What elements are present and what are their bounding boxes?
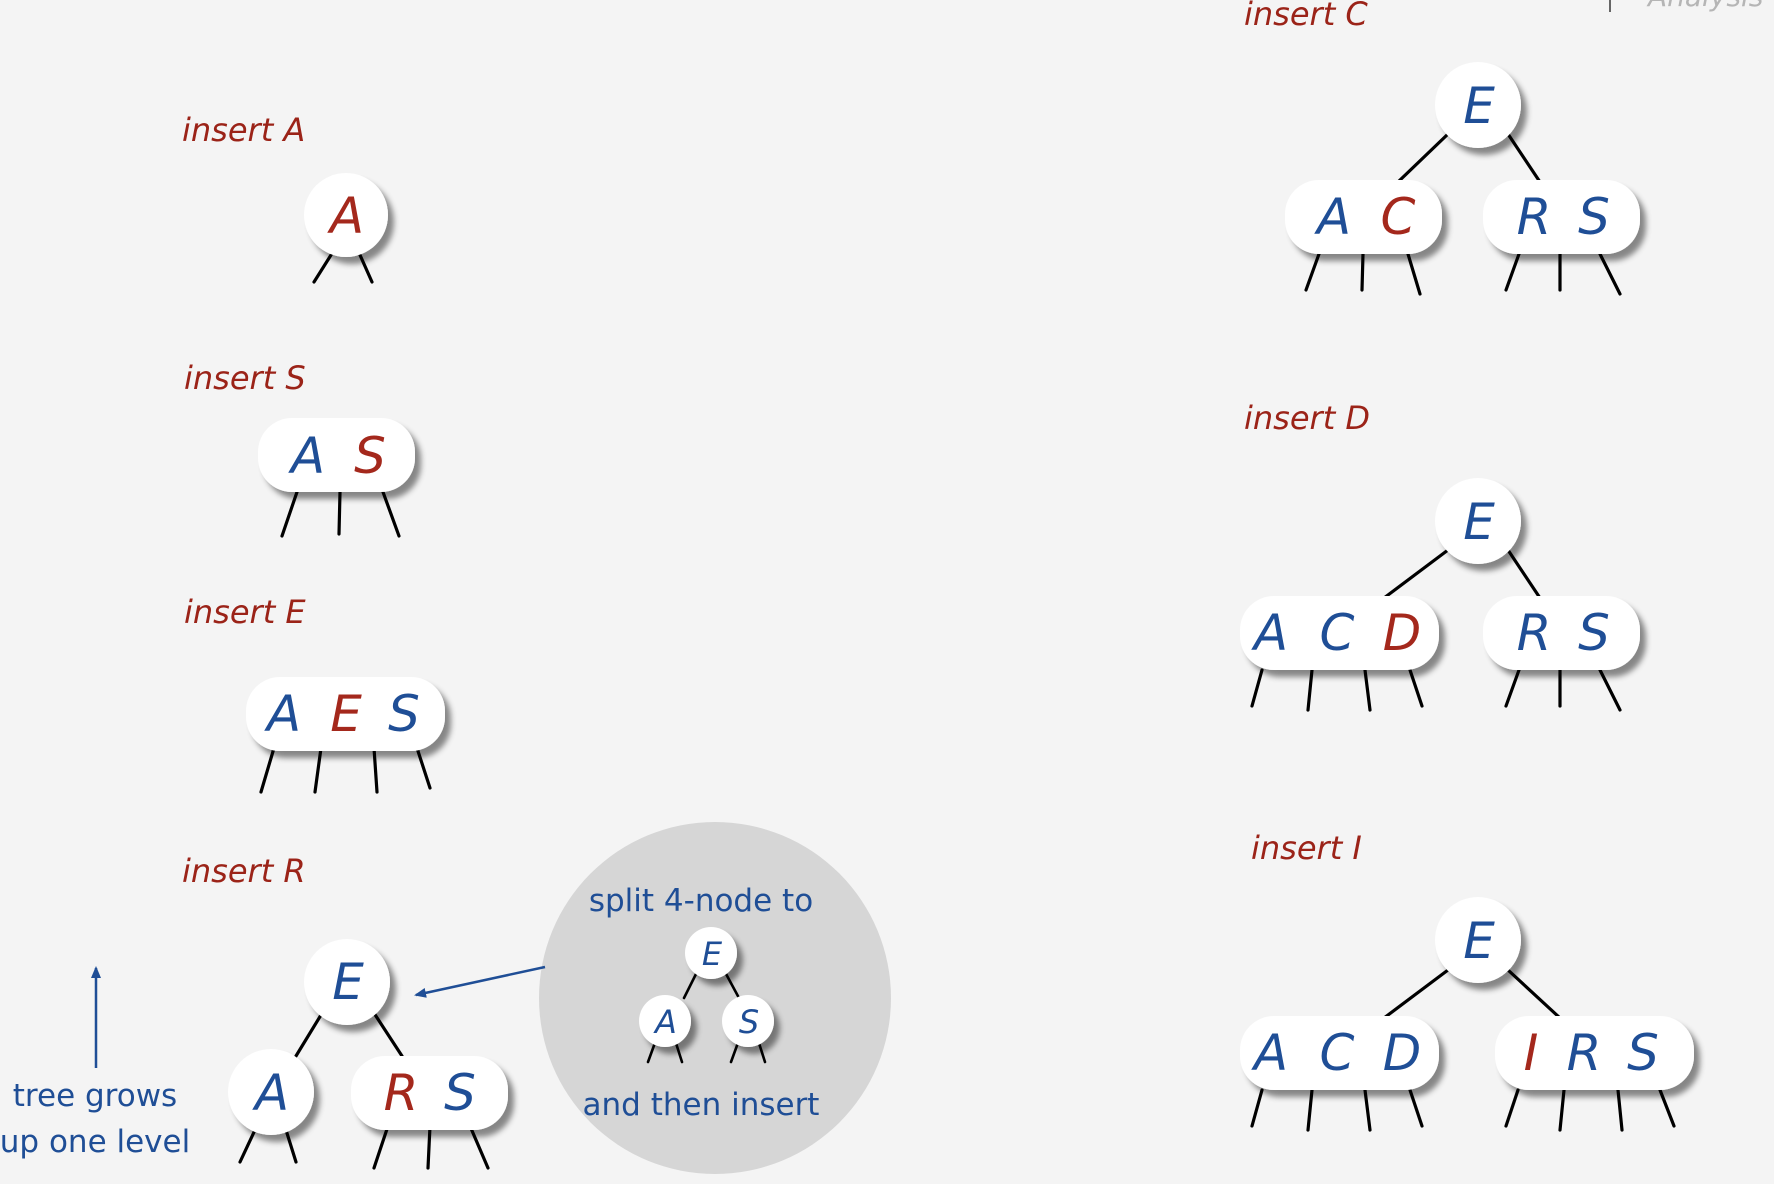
key-a: A	[327, 187, 364, 245]
callout-key-a: A	[653, 1003, 677, 1041]
key-r: R	[1517, 604, 1552, 662]
key-c: C	[1320, 604, 1355, 662]
key-d: D	[1383, 604, 1422, 662]
key-e: E	[330, 685, 362, 743]
key-s: S	[1578, 188, 1610, 246]
key-s: S	[388, 685, 420, 743]
callout-arrow-icon	[414, 965, 546, 998]
step-insert-i: E A C D I R S	[1240, 897, 1694, 1132]
key-e: E	[1463, 912, 1495, 970]
key-s: S	[1578, 604, 1610, 662]
key-a: A	[1314, 188, 1351, 246]
step-insert-c: E A C R S	[1285, 62, 1640, 296]
callout-line1: split 4-node to	[589, 883, 813, 919]
tree-grows-note: tree grows up one level	[0, 966, 190, 1160]
step-label-insert-a: insert A	[182, 111, 305, 149]
node-root-e	[304, 939, 390, 1025]
key-d: D	[1383, 1024, 1422, 1082]
node-left-acd	[1240, 1016, 1439, 1090]
node-left-ac	[1285, 180, 1442, 254]
step-label-insert-d: insert D	[1244, 399, 1370, 437]
node-a	[304, 173, 388, 257]
node-as	[258, 418, 415, 492]
key-i: I	[1524, 1024, 1539, 1082]
callout-key-e: E	[702, 935, 723, 973]
key-e: E	[1463, 77, 1495, 135]
key-s: S	[444, 1064, 476, 1122]
step-label-insert-e: insert E	[184, 593, 306, 631]
node-right-rs	[1483, 596, 1640, 670]
node-left-a	[228, 1049, 314, 1135]
step-label-insert-s: insert S	[184, 359, 306, 397]
header-partial-title: Analysis	[1646, 0, 1763, 13]
key-e: E	[332, 953, 364, 1011]
step-label-insert-r: insert R	[182, 852, 306, 890]
node-right-irs	[1495, 1016, 1694, 1090]
key-a: A	[1251, 604, 1288, 662]
key-r: R	[384, 1064, 419, 1122]
node-right-rs	[351, 1056, 508, 1130]
key-c: C	[1381, 188, 1416, 246]
callout-node-a	[639, 995, 691, 1047]
split-callout: split 4-node to and then insert E A S	[414, 822, 891, 1174]
step-insert-e: A E S	[246, 677, 445, 794]
step-label-insert-c: insert C	[1244, 0, 1368, 33]
step-insert-a: A	[304, 173, 388, 284]
callout-background	[539, 822, 891, 1174]
step-insert-s: A S	[258, 418, 415, 538]
key-a: A	[1251, 1024, 1288, 1082]
step-insert-r: E A R S	[228, 939, 508, 1170]
key-e: E	[1463, 493, 1495, 551]
key-s: S	[1627, 1024, 1659, 1082]
key-s: S	[354, 427, 386, 485]
tree-grows-line2: up one level	[0, 1124, 190, 1160]
node-right-rs	[1483, 180, 1640, 254]
node-root-e	[1435, 897, 1521, 983]
callout-key-s: S	[739, 1003, 759, 1041]
callout-node-s	[722, 995, 774, 1047]
node-root-e	[1435, 62, 1521, 148]
key-a: A	[252, 1064, 289, 1122]
key-a: A	[288, 427, 325, 485]
node-left-acd	[1240, 596, 1439, 670]
tree-grows-line1: tree grows	[13, 1078, 177, 1114]
step-label-insert-i: insert I	[1251, 829, 1362, 867]
key-r: R	[1567, 1024, 1602, 1082]
node-aes	[246, 677, 445, 751]
step-insert-d: E A C D R S	[1240, 478, 1640, 712]
key-r: R	[1517, 188, 1552, 246]
callout-line2: and then insert	[583, 1087, 820, 1123]
key-a: A	[264, 685, 301, 743]
callout-node-e	[685, 927, 737, 979]
node-root-e	[1435, 478, 1521, 564]
key-c: C	[1320, 1024, 1355, 1082]
